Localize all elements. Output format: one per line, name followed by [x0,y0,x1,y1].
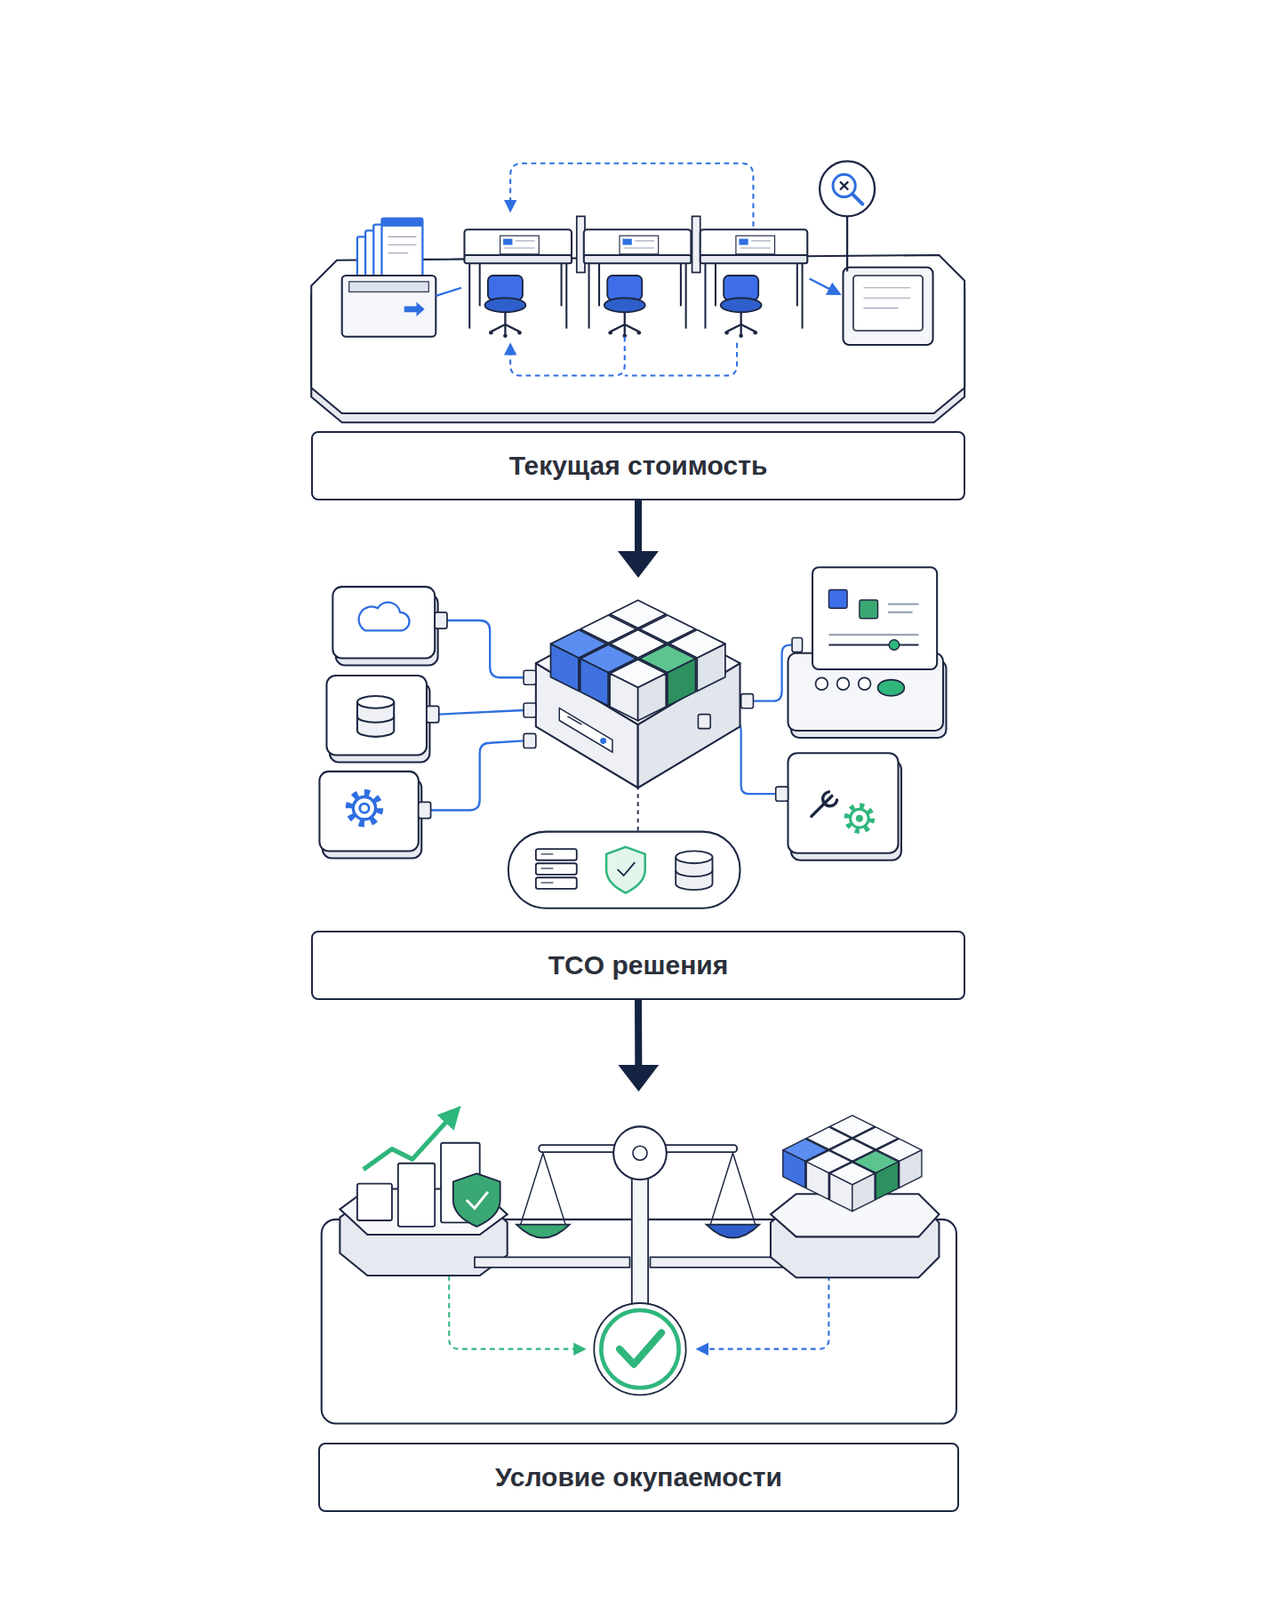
database-box [326,675,439,763]
wires [431,620,792,811]
solution-platform [770,1115,939,1279]
label-box: Условие окупаемости [318,1442,960,1512]
rework-loops [510,163,753,376]
stage-box: Текущая стоимость [311,151,966,501]
solution-illustration [319,567,946,908]
file-stack [342,218,462,337]
output-tray [809,160,934,345]
label-box: Текущая стоимость [311,431,966,501]
settings-box [319,771,431,859]
tools-box [776,752,902,861]
cloud-box [332,586,448,665]
balance-scale [474,1126,804,1304]
check-badge [593,1303,686,1395]
stage-label: TCO решения [548,949,728,982]
payback-illustration [321,1114,957,1424]
label-box: TCO решения [311,930,966,1000]
platform-hub [523,600,753,788]
process-illustration [311,160,965,423]
console [787,567,946,738]
infrastructure-pill [508,832,741,909]
stage-box: TCO решения [311,577,966,1000]
stage-label: Текущая стоимость [509,449,768,482]
stage-label: Условие окупаемости [495,1461,783,1494]
workstations [464,216,808,338]
value-platform [339,1114,507,1276]
flow-arrow [634,1000,642,1066]
stage-box: Условие окупаемости [318,1091,960,1512]
flow-arrow [634,500,642,552]
